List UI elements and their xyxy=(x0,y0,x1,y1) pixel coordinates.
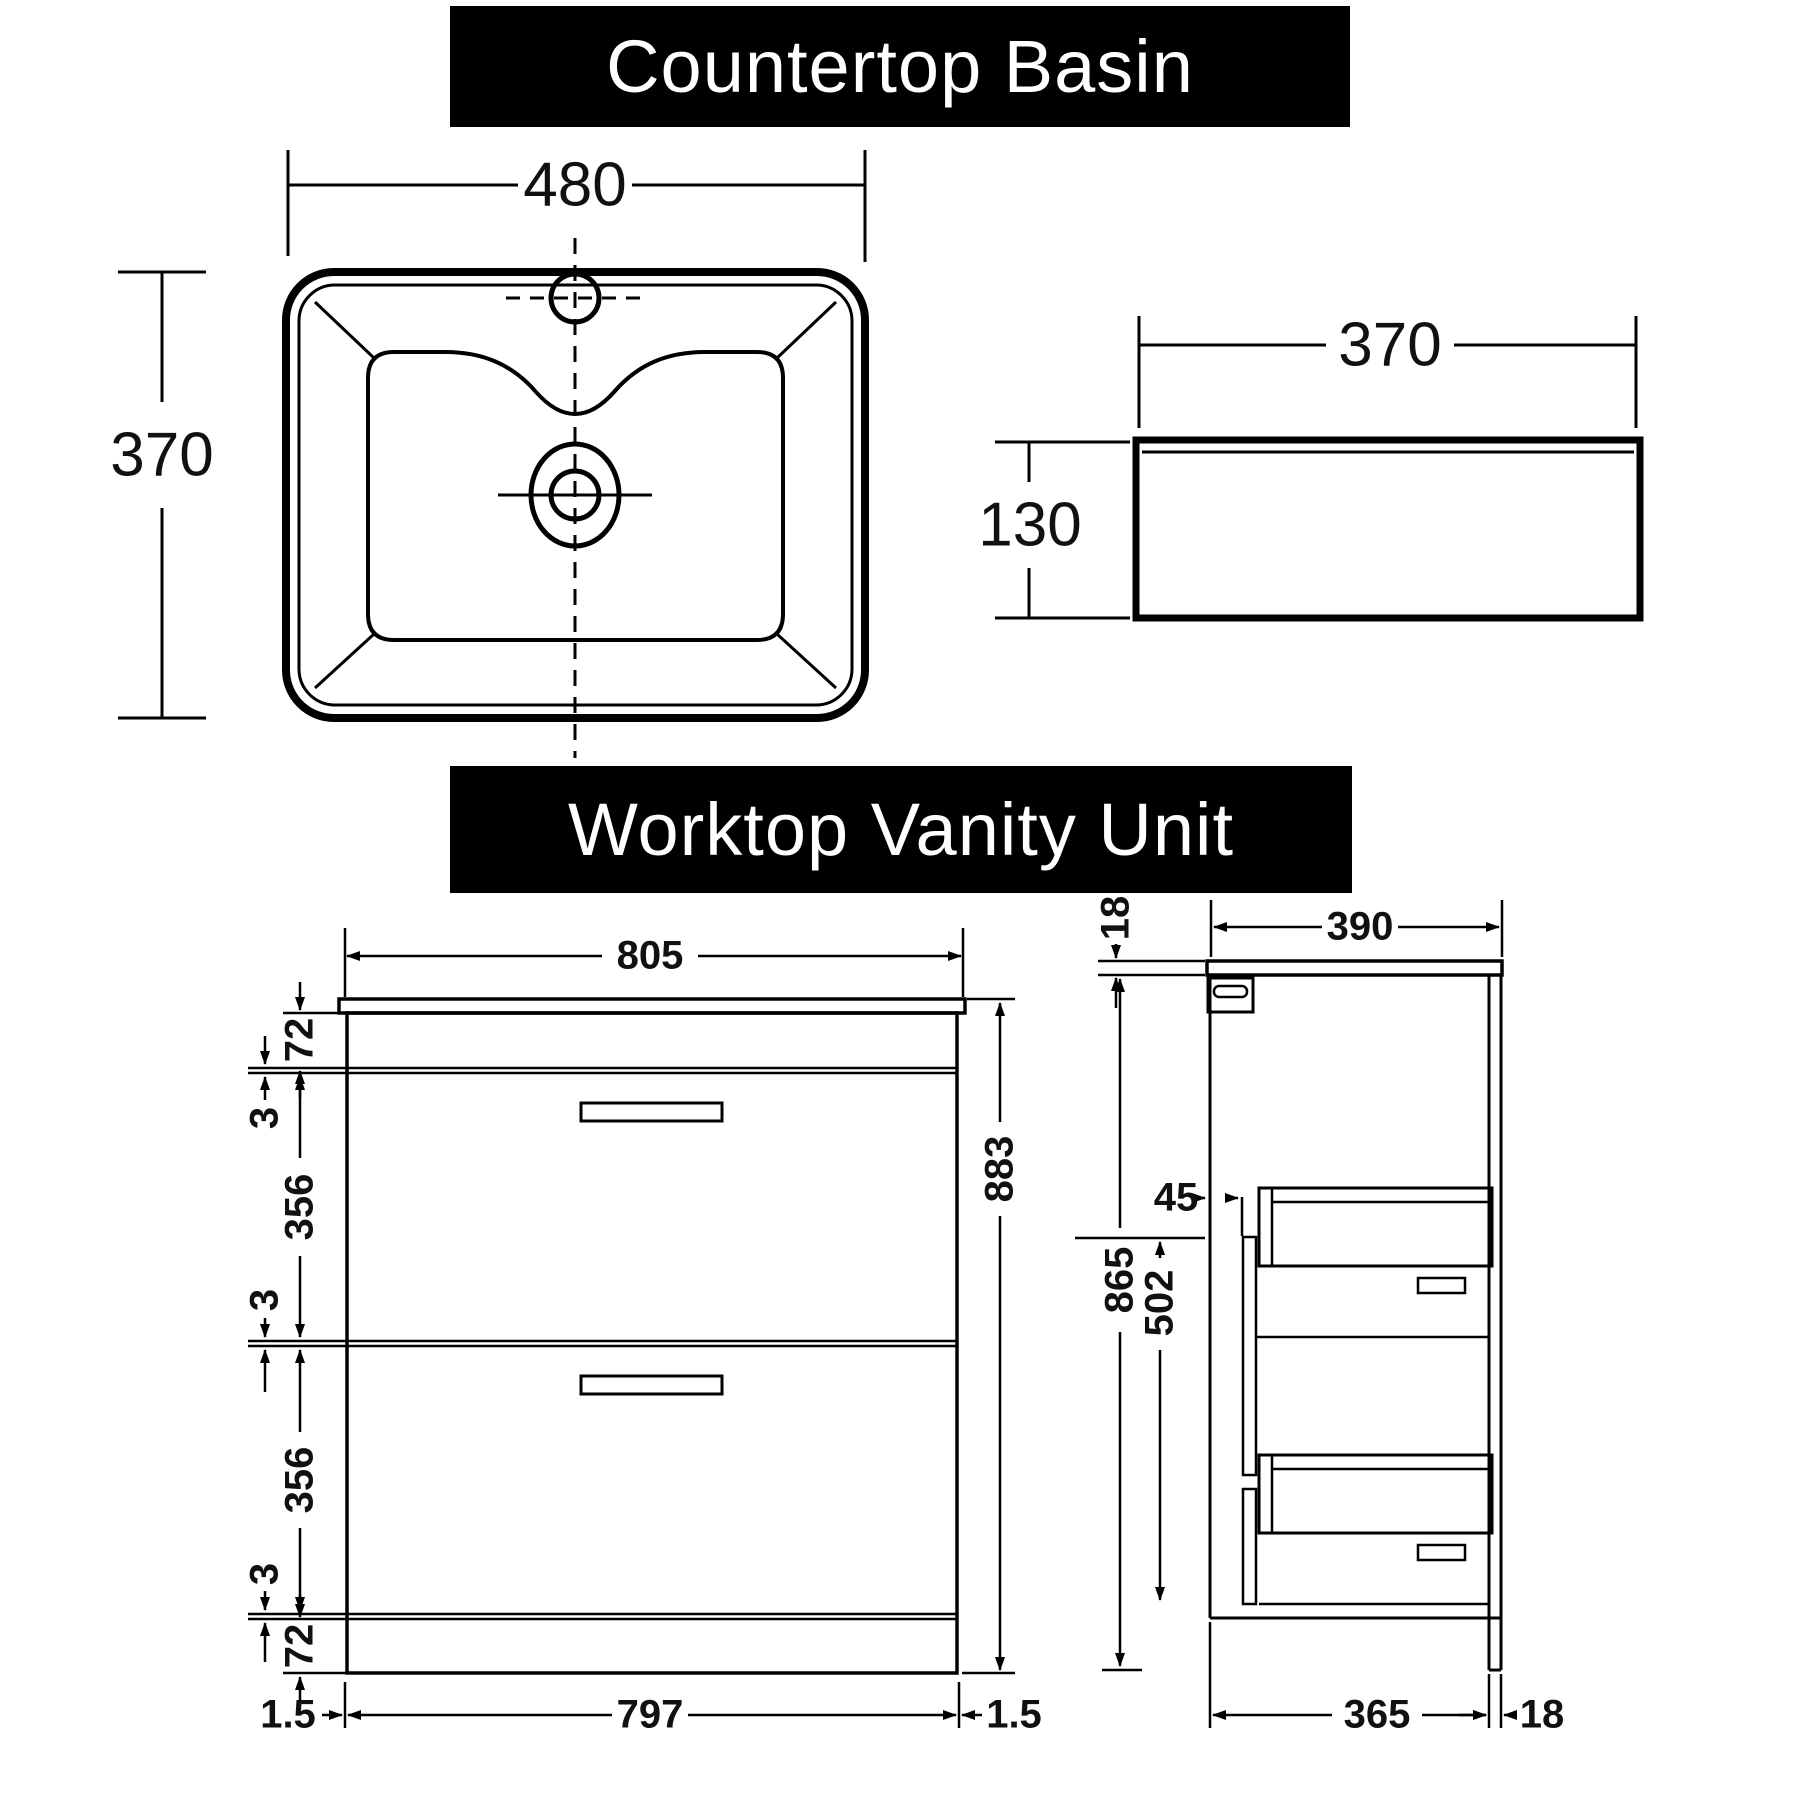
countertop-basin-title: Countertop Basin xyxy=(606,25,1194,108)
basin-side-view-drawing xyxy=(995,316,1644,622)
vanity-side-height-dimension: 865 xyxy=(1097,1246,1142,1314)
basin-depth-dimension: 370 xyxy=(110,420,214,490)
vanity-plinth-dimension: 72 xyxy=(277,1623,322,1669)
drawer-clearance-dimension: 45 xyxy=(1153,1175,1199,1220)
vanity-carcass-width-dimension: 797 xyxy=(616,1692,684,1737)
drawer-zone-dimension: 502 xyxy=(1137,1269,1182,1337)
vanity-top-rail-dimension: 72 xyxy=(277,1017,322,1063)
worktop-vanity-banner: Worktop Vanity Unit xyxy=(450,766,1352,893)
vanity-height-dimension: 883 xyxy=(977,1135,1022,1203)
basin-top-view-drawing xyxy=(118,150,869,758)
vanity-gap3-dimension: 3 xyxy=(242,1562,287,1586)
vanity-width-dimension: 805 xyxy=(616,933,684,978)
vanity-front-view-drawing xyxy=(248,928,1015,1728)
basin-side-width-dimension: 370 xyxy=(1338,310,1442,380)
vanity-gap1-dimension: 3 xyxy=(242,1106,287,1130)
carcass-depth-dimension: 365 xyxy=(1343,1692,1411,1737)
vanity-side-view-drawing xyxy=(1075,900,1517,1728)
vanity-drawer1-dimension: 356 xyxy=(277,1173,322,1241)
vanity-overhang-right-dimension: 1.5 xyxy=(986,1692,1042,1737)
basin-side-height-dimension: 130 xyxy=(978,490,1082,560)
countertop-basin-banner: Countertop Basin xyxy=(450,6,1350,127)
vanity-drawer2-dimension: 356 xyxy=(277,1446,322,1514)
worktop-vanity-title: Worktop Vanity Unit xyxy=(567,788,1235,871)
vanity-overhang-left-dimension: 1.5 xyxy=(260,1692,316,1737)
basin-width-dimension: 480 xyxy=(523,150,627,220)
worktop-thickness-dimension: 18 xyxy=(1093,895,1138,941)
vanity-gap2-dimension: 3 xyxy=(242,1288,287,1312)
back-panel-thickness-dimension: 18 xyxy=(1519,1692,1565,1737)
vanity-depth-dimension: 390 xyxy=(1326,904,1394,949)
